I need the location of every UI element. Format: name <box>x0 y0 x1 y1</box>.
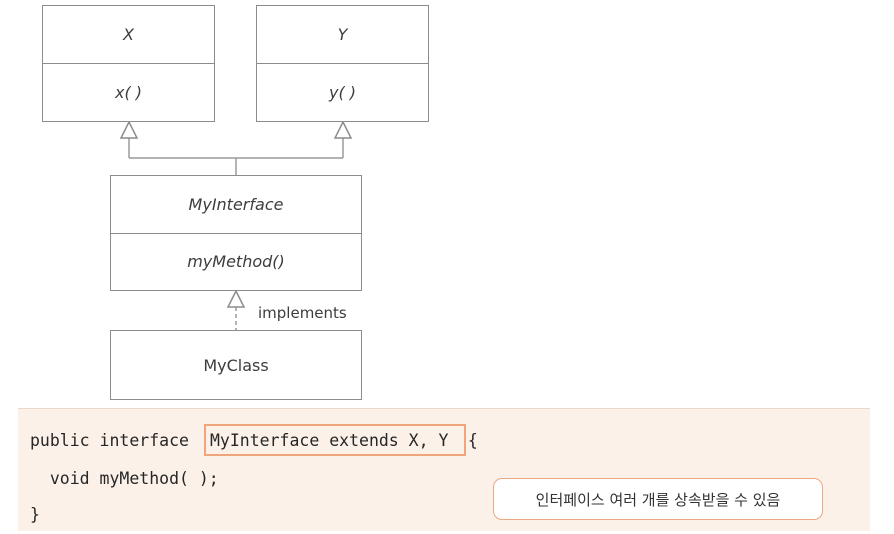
my-interface-name: MyInterface <box>188 194 284 214</box>
inheritance-arrowhead-x <box>119 120 139 139</box>
interface-x-method: x( ) <box>43 63 214 121</box>
implements-arrowhead <box>226 289 246 308</box>
code-line-1-prefix: public interface <box>30 431 199 450</box>
my-interface-box: MyInterface myMethod() <box>110 175 362 291</box>
interface-y-name: Y <box>337 25 348 44</box>
interface-y-method: y( ) <box>257 63 428 121</box>
code-line-3: } <box>30 505 40 524</box>
my-interface-method: myMethod() <box>111 232 361 291</box>
my-class-name: MyClass <box>203 355 269 375</box>
implements-label: implements <box>258 304 347 322</box>
interface-x-box: X x( ) <box>42 5 215 122</box>
interface-y-box: Y y( ) <box>256 5 429 122</box>
code-line-1-highlight: MyInterface extends X, Y <box>210 431 449 450</box>
code-line-1-suffix: { <box>458 431 478 450</box>
inheritance-arrowhead-y <box>333 120 353 139</box>
code-line-2: void myMethod( ); <box>30 469 219 488</box>
callout-note: 인터페이스 여러 개를 상속받을 수 있음 <box>493 478 823 520</box>
interface-x-name: X <box>123 25 134 44</box>
my-class-box: MyClass <box>110 330 362 400</box>
code-highlight-box <box>204 424 466 456</box>
